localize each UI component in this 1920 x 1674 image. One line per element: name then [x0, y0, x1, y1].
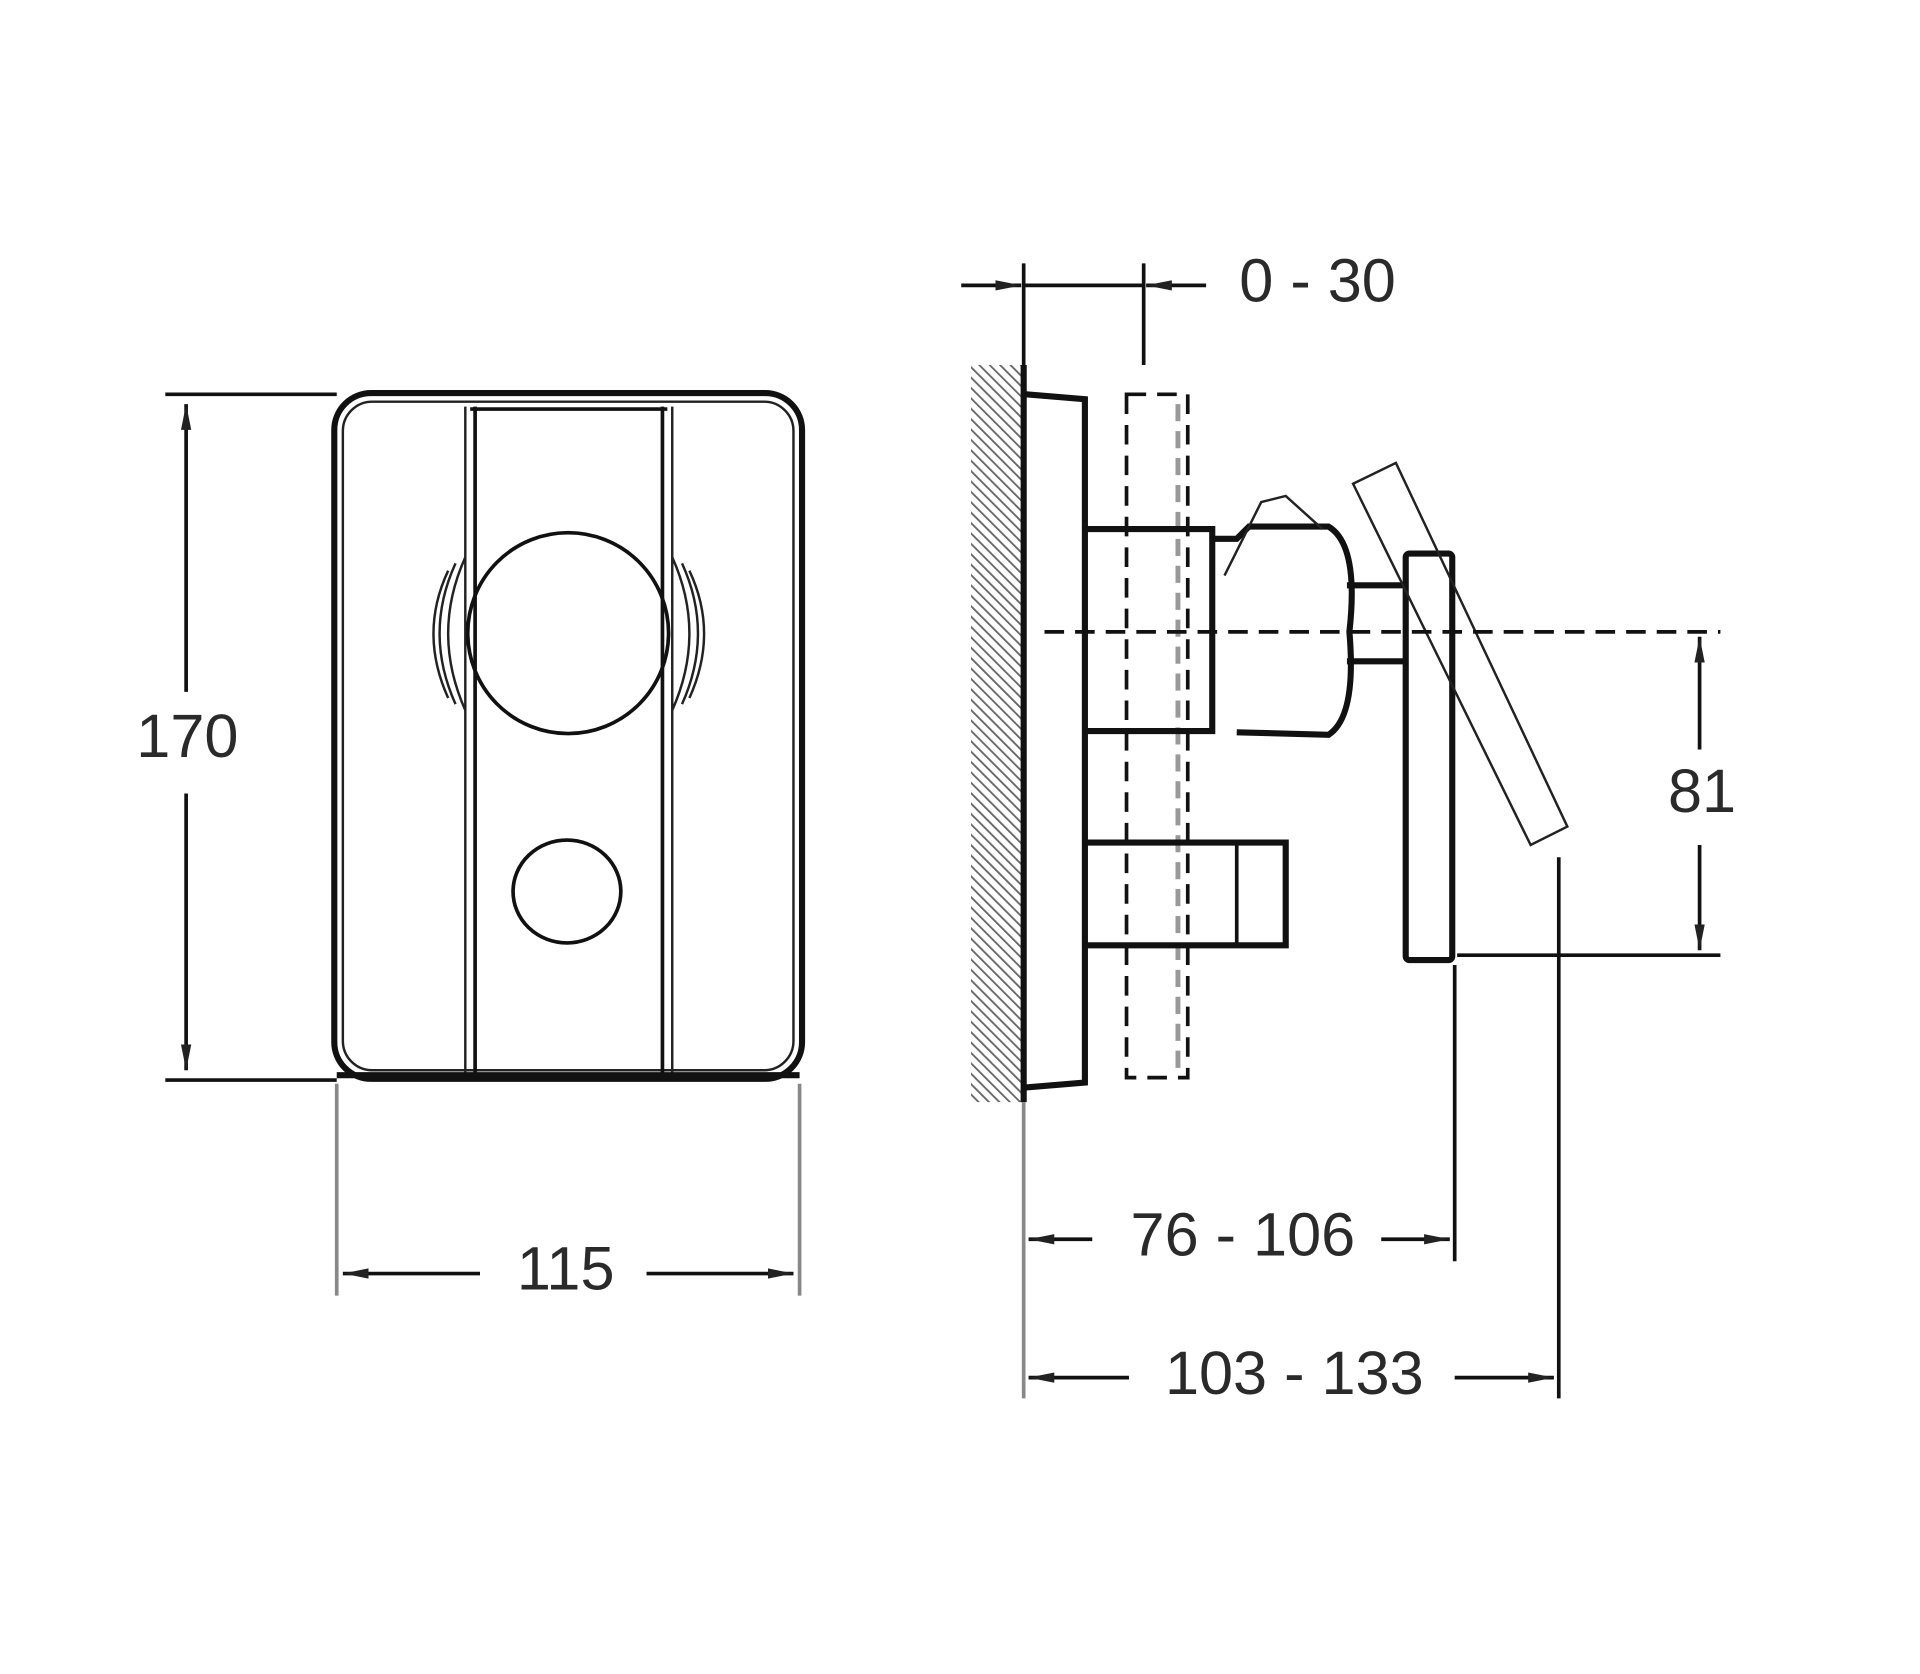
- center-band: [336, 406, 800, 1079]
- cover-plate-outline: [331, 390, 806, 1082]
- depth-min-label: 76 - 106: [1131, 1200, 1356, 1268]
- handle-recess-arcs: [432, 556, 706, 711]
- mixer-body: [1084, 494, 1406, 738]
- depth-min-dimension: 76 - 106: [1028, 1200, 1450, 1268]
- adjust-label: 0 - 30: [1239, 247, 1396, 315]
- width-dimension: 115: [334, 1083, 802, 1303]
- cover-plate-profile: [1025, 391, 1088, 1091]
- side-view: 0 - 30 81 76 - 106 103 - 133: [961, 247, 1736, 1407]
- wall-hatch: [971, 364, 1023, 1103]
- main-handle-circle: [465, 530, 671, 736]
- depth-max-label: 103 - 133: [1165, 1339, 1424, 1407]
- cover-plate-inner-edge: [341, 400, 795, 1072]
- center-height-label: 81: [1668, 757, 1736, 825]
- spout-outlet: [1084, 839, 1289, 949]
- depth-max-dimension: 103 - 133: [1028, 1339, 1554, 1407]
- height-label: 170: [136, 702, 238, 770]
- lever-handle: [1402, 550, 1456, 964]
- width-label: 115: [517, 1235, 615, 1303]
- extended-plate-position: [1124, 392, 1190, 1080]
- diverter-knob-circle: [511, 838, 623, 945]
- adjust-dimension: 0 - 30: [961, 247, 1396, 365]
- center-height-dimension: 81: [1457, 636, 1736, 957]
- front-view: 170 115: [136, 390, 806, 1303]
- height-dimension: 170: [136, 392, 337, 1082]
- lever-alt-position: [1351, 461, 1569, 847]
